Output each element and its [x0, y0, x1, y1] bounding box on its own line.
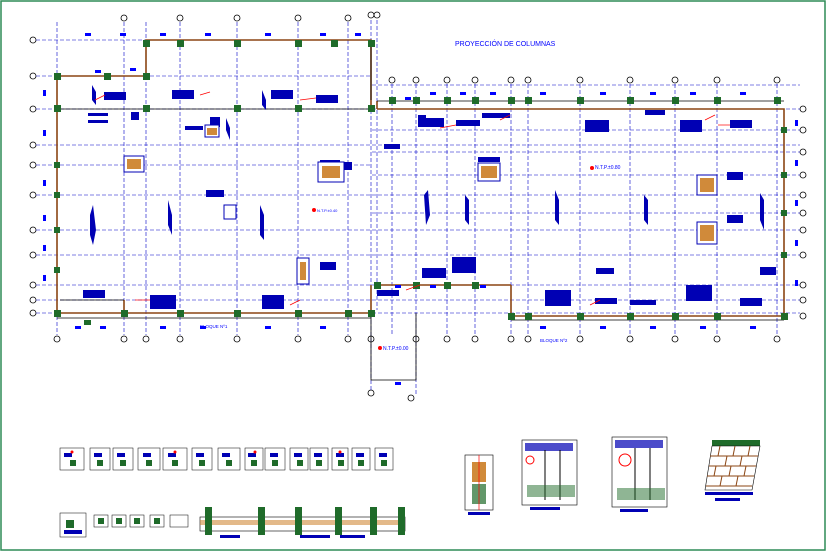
beam-elevation [199, 507, 406, 538]
column-section-2 [521, 439, 578, 510]
block2-label: BLOQUE Nº2 [540, 338, 568, 343]
column-section-1 [464, 454, 494, 515]
columns [54, 40, 788, 325]
column-labels [83, 90, 776, 309]
axis-tags [43, 33, 798, 385]
level-label-entry: N.T.P.±0.00 [383, 346, 409, 352]
masonry-detail [704, 440, 761, 501]
column-details-row [59, 447, 394, 471]
axis-bubbles-top [120, 11, 781, 84]
axis-bubbles-bottom [53, 335, 781, 402]
level-label-block1: N.T.P.±0.40 [317, 208, 338, 213]
column-section-3 [611, 436, 668, 512]
level-markers [312, 166, 594, 350]
column-symbols [90, 85, 764, 245]
column-detail-boxes [123, 124, 718, 285]
annotation-leaders [94, 91, 730, 306]
axis-bubbles-left [29, 36, 37, 317]
axis-bubbles-right [799, 105, 807, 320]
level-label-block2: N.T.P.±0.80 [595, 165, 621, 171]
block1-label: BLOQUE Nº1 [200, 324, 228, 329]
foundation-details-row [59, 512, 189, 538]
drawing-title: PROYECCIÓN DE COLUMNAS [455, 39, 556, 48]
